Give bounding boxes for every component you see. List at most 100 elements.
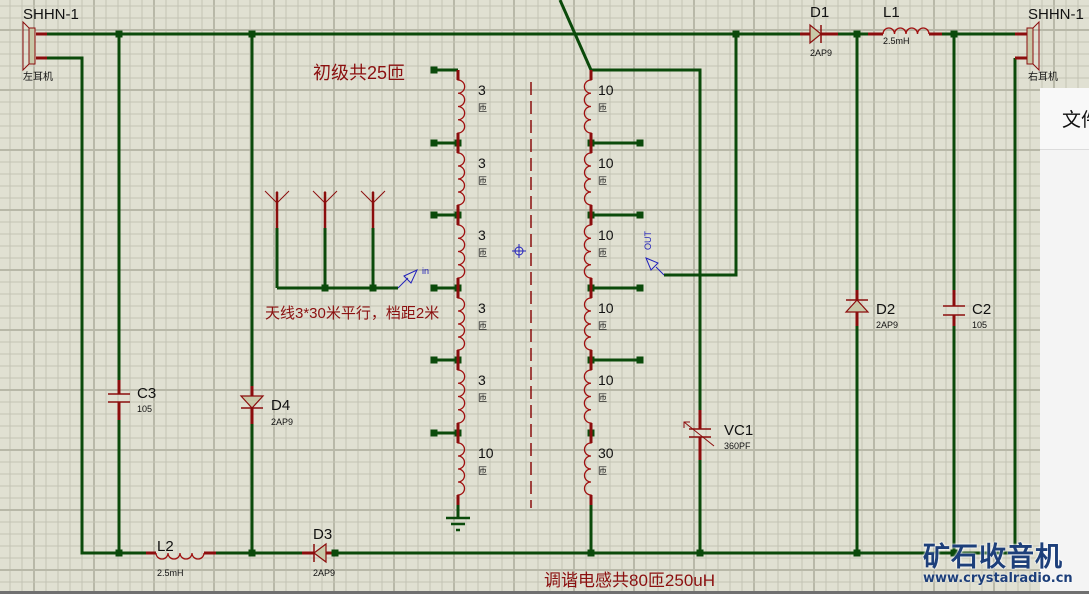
diode-d1-icon[interactable] [800, 23, 838, 45]
window-bottom-border [0, 591, 1089, 594]
secondary-coil-segment[interactable] [583, 215, 592, 288]
junction-dot [950, 30, 958, 38]
antenna-1-icon[interactable] [264, 190, 290, 228]
junctions [115, 30, 958, 557]
inductor-l2-icon[interactable] [146, 551, 216, 560]
d3-ref: D3 [313, 526, 332, 543]
primary-coil-segment[interactable] [457, 215, 466, 288]
wire-secondary-top[interactable] [558, 0, 593, 71]
junction-dot [696, 549, 704, 557]
d3-value: 2AP9 [313, 568, 335, 578]
secondary-coil-segment[interactable] [583, 143, 592, 215]
junction-dot [115, 30, 123, 38]
tap-node[interactable] [636, 284, 644, 292]
junction-dot [853, 549, 861, 557]
tap-node[interactable] [430, 356, 438, 364]
right-phone-label: 右耳机 [1028, 70, 1058, 83]
l2-value: 2.5mH [157, 568, 184, 578]
output-port-label: OUT [643, 231, 653, 251]
primary-coil-segment[interactable] [457, 360, 466, 433]
junction-dot [248, 549, 256, 557]
primary-turns-unit: 匝 [478, 466, 487, 476]
capacitor-c3-icon[interactable] [108, 380, 130, 420]
l1-value: 2.5mH [883, 36, 910, 46]
capacitor-c2-icon[interactable] [943, 290, 965, 326]
tap-node[interactable] [430, 66, 438, 74]
secondary-turns-unit: 匝 [598, 393, 607, 403]
diode-d2-icon[interactable] [844, 290, 870, 326]
d2-ref: D2 [876, 301, 895, 318]
secondary-turns-unit: 匝 [598, 321, 607, 331]
tuning-inductor-note: 调谐电感共80匝250uH [544, 571, 715, 590]
d4-value: 2AP9 [271, 417, 293, 427]
junction-dot [950, 549, 958, 557]
diode-d3-icon[interactable] [302, 542, 335, 564]
secondary-coil-segment[interactable] [583, 288, 592, 360]
right-panel-strip [1040, 149, 1089, 594]
left-headphone-icon[interactable] [22, 20, 47, 72]
origin-marker-icon [512, 244, 526, 258]
input-port-label: in [422, 266, 429, 276]
secondary-turns-unit: 匝 [598, 248, 607, 258]
junction-dot [587, 549, 595, 557]
watermark-title: 矿石收音机 [923, 542, 1063, 573]
output-terminal-icon[interactable] [645, 257, 665, 276]
tap-node[interactable] [636, 356, 644, 364]
watermark: 矿石收音机 www.crystalradio.cn [918, 533, 1089, 594]
right-headphone-icon[interactable] [1015, 20, 1040, 72]
secondary-coil-segment[interactable] [583, 433, 592, 505]
c3-ref: C3 [137, 385, 156, 402]
secondary-coil-segment[interactable] [583, 360, 592, 433]
antenna-2-icon[interactable] [312, 190, 338, 228]
tap-node[interactable] [430, 211, 438, 219]
right-phone-ref: SHHN-1 [1028, 6, 1084, 23]
junction-dot [248, 30, 256, 38]
wire-out[interactable] [664, 34, 738, 277]
input-terminal-icon[interactable] [397, 268, 419, 289]
junction-dot [369, 284, 377, 292]
antenna-3-icon[interactable] [360, 190, 386, 228]
primary-coil-segment[interactable] [457, 70, 466, 143]
primary-turns-count: 3 [478, 300, 486, 316]
tap-node[interactable] [636, 139, 644, 147]
junction-dot [853, 30, 861, 38]
secondary-turns-count: 10 [598, 155, 614, 171]
primary-turns-count: 3 [478, 227, 486, 243]
primary-turns-unit: 匝 [478, 393, 487, 403]
tap-node[interactable] [430, 284, 438, 292]
primary-coil-segment[interactable] [457, 143, 466, 215]
d4-ref: D4 [271, 397, 290, 414]
junction-dot [732, 30, 740, 38]
antenna-note: 天线3*30米平行，档距2米 [265, 305, 439, 322]
secondary-coil-segment[interactable] [583, 70, 592, 143]
tap-node[interactable] [430, 139, 438, 147]
l2-ref: L2 [157, 538, 174, 555]
primary-turns-count: 3 [478, 82, 486, 98]
left-phone-ref: SHHN-1 [23, 6, 79, 23]
primary-turns-count: 3 [478, 372, 486, 388]
junction-dot [321, 284, 329, 292]
diode-d4-icon[interactable] [239, 386, 265, 424]
primary-turns-unit: 匝 [478, 321, 487, 331]
primary-coil-segment[interactable] [457, 288, 466, 360]
c2-value: 105 [972, 320, 987, 330]
variable-capacitor-vc1-icon[interactable] [683, 410, 715, 460]
vc1-ref: VC1 [724, 422, 753, 439]
inductor-l1-icon[interactable] [868, 27, 942, 36]
secondary-turns-count: 10 [598, 82, 614, 98]
primary-turns-unit: 匝 [478, 176, 487, 186]
tap-node[interactable] [430, 429, 438, 437]
secondary-turns-count: 10 [598, 372, 614, 388]
d1-value: 2AP9 [810, 48, 832, 58]
c3-value: 105 [137, 404, 152, 414]
primary-turns-unit: 匝 [478, 103, 487, 113]
watermark-url: www.crystalradio.cn [923, 571, 1073, 586]
vc1-value: 360PF [724, 441, 751, 451]
primary-turns-count: 3 [478, 155, 486, 171]
side-panel-popup[interactable]: 文件 [1040, 88, 1089, 150]
tap-node[interactable] [636, 211, 644, 219]
secondary-turns-count: 10 [598, 300, 614, 316]
primary-coil-segment[interactable] [457, 433, 466, 505]
